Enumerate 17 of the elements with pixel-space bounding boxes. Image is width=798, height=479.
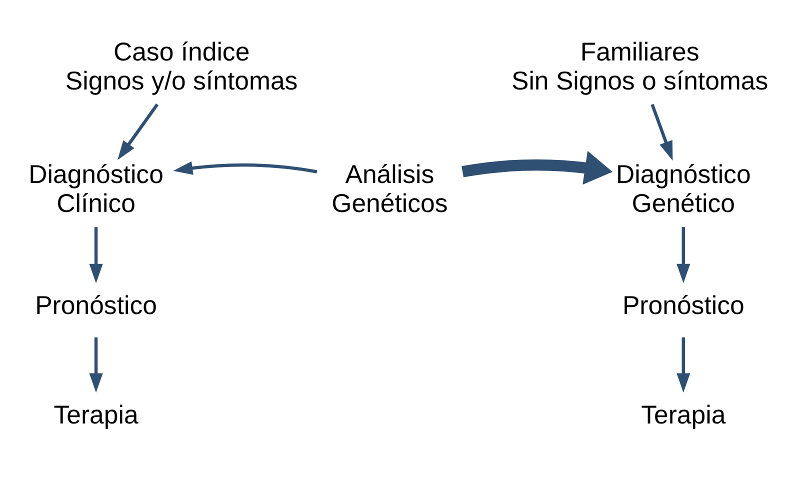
- arrow: [676, 336, 690, 392]
- node-text: Familiares Sin Signos o síntomas: [512, 38, 768, 96]
- node-text: Diagnóstico Genético: [616, 160, 751, 218]
- node-text: Pronóstico: [622, 291, 744, 320]
- node-text: Terapia: [641, 401, 726, 430]
- node-text: Diagnóstico Clínico: [28, 160, 164, 218]
- node-text: Terapia: [54, 401, 138, 430]
- arrow: [676, 226, 690, 283]
- arrow: [462, 150, 613, 184]
- node-text: Pronóstico: [35, 291, 157, 320]
- arrow: [118, 103, 159, 160]
- node-text: Caso índice Signos y/o síntomas: [65, 38, 298, 96]
- node-text: Análisis Genéticos: [332, 160, 448, 218]
- arrow: [89, 226, 103, 283]
- arrow: [89, 336, 103, 392]
- arrow: [650, 103, 673, 160]
- arrow: [173, 160, 318, 174]
